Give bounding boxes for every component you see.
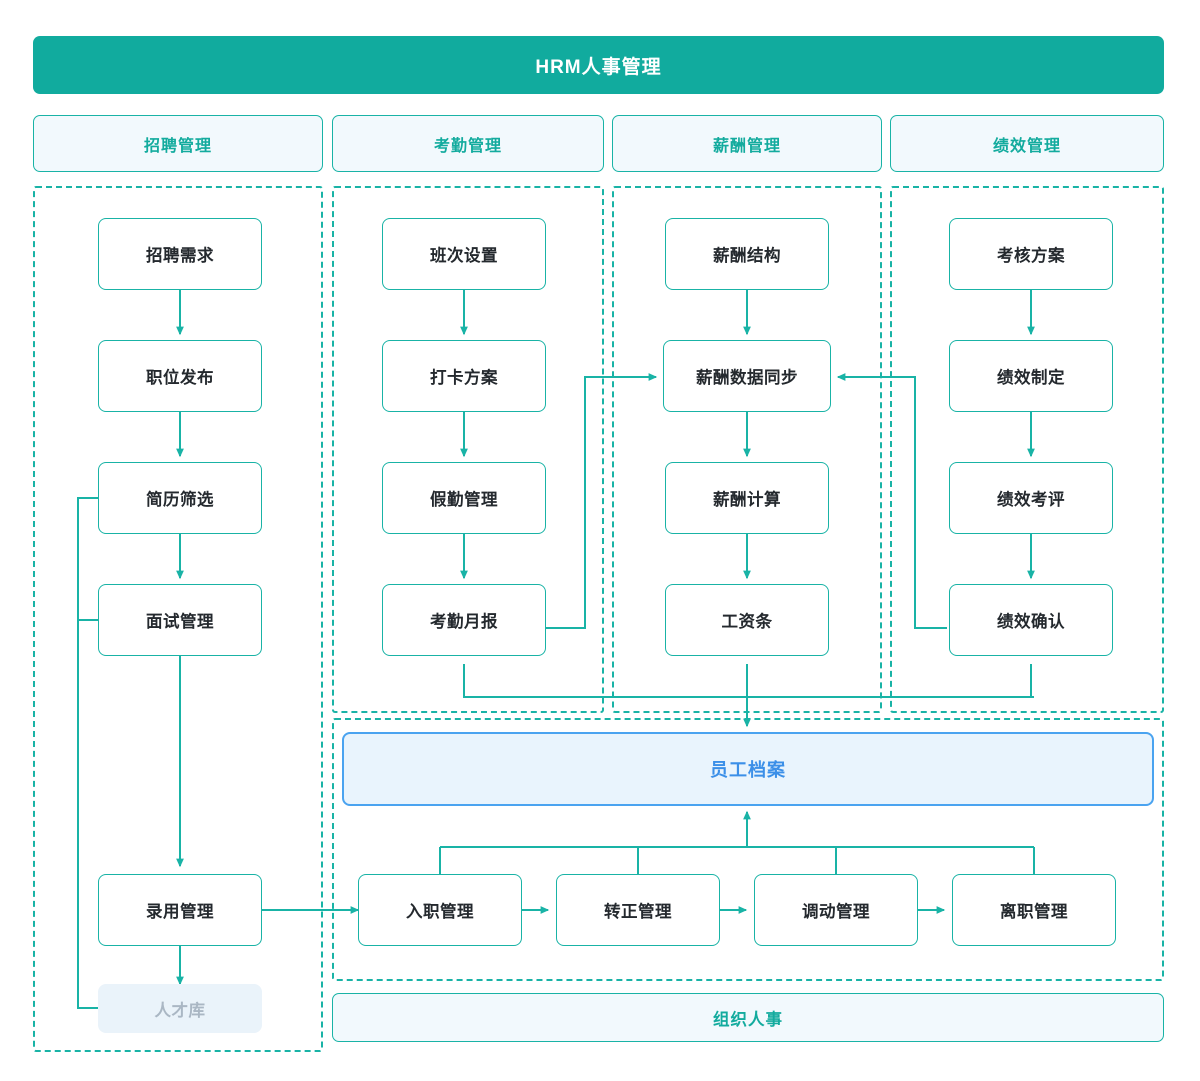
page-title: HRM人事管理 xyxy=(33,36,1164,94)
node-performance-planning[interactable]: 绩效制定 xyxy=(949,340,1113,412)
node-salary-structure[interactable]: 薪酬结构 xyxy=(665,218,829,290)
tab-recruitment[interactable]: 招聘管理 xyxy=(33,115,323,172)
node-onboarding-management[interactable]: 入职管理 xyxy=(358,874,522,946)
node-job-posting[interactable]: 职位发布 xyxy=(98,340,262,412)
node-salary-calculation[interactable]: 薪酬计算 xyxy=(665,462,829,534)
group-attendance xyxy=(332,186,604,713)
node-talent-pool[interactable]: 人才库 xyxy=(98,984,262,1033)
node-leave-management[interactable]: 假勤管理 xyxy=(382,462,546,534)
node-regularization-management[interactable]: 转正管理 xyxy=(556,874,720,946)
node-attendance-monthly-report[interactable]: 考勤月报 xyxy=(382,584,546,656)
tab-performance[interactable]: 绩效管理 xyxy=(890,115,1164,172)
node-performance-review[interactable]: 绩效考评 xyxy=(949,462,1113,534)
group-recruitment xyxy=(33,186,323,1052)
tab-salary[interactable]: 薪酬管理 xyxy=(612,115,882,172)
node-shift-setup[interactable]: 班次设置 xyxy=(382,218,546,290)
node-salary-data-sync[interactable]: 薪酬数据同步 xyxy=(663,340,831,412)
node-transfer-management[interactable]: 调动管理 xyxy=(754,874,918,946)
node-appraisal-plan[interactable]: 考核方案 xyxy=(949,218,1113,290)
wire-attendance-bottom-bus xyxy=(463,664,1034,698)
group-salary xyxy=(612,186,882,713)
node-organization-personnel[interactable]: 组织人事 xyxy=(332,993,1164,1042)
group-staff-lifecycle xyxy=(332,718,1164,981)
node-resignation-management[interactable]: 离职管理 xyxy=(952,874,1116,946)
node-employee-record[interactable]: 员工档案 xyxy=(342,732,1154,806)
node-recruitment-requirement[interactable]: 招聘需求 xyxy=(98,218,262,290)
group-performance xyxy=(890,186,1164,713)
node-performance-confirmation[interactable]: 绩效确认 xyxy=(949,584,1113,656)
wire-perfconfirm-to-salarysync xyxy=(836,373,947,629)
node-payslip[interactable]: 工资条 xyxy=(665,584,829,656)
node-clockin-scheme[interactable]: 打卡方案 xyxy=(382,340,546,412)
node-hiring-management[interactable]: 录用管理 xyxy=(98,874,262,946)
node-resume-screening[interactable]: 简历筛选 xyxy=(98,462,262,534)
node-interview-management[interactable]: 面试管理 xyxy=(98,584,262,656)
wire-monthly-to-salarysync xyxy=(546,373,658,629)
tab-attendance[interactable]: 考勤管理 xyxy=(332,115,604,172)
